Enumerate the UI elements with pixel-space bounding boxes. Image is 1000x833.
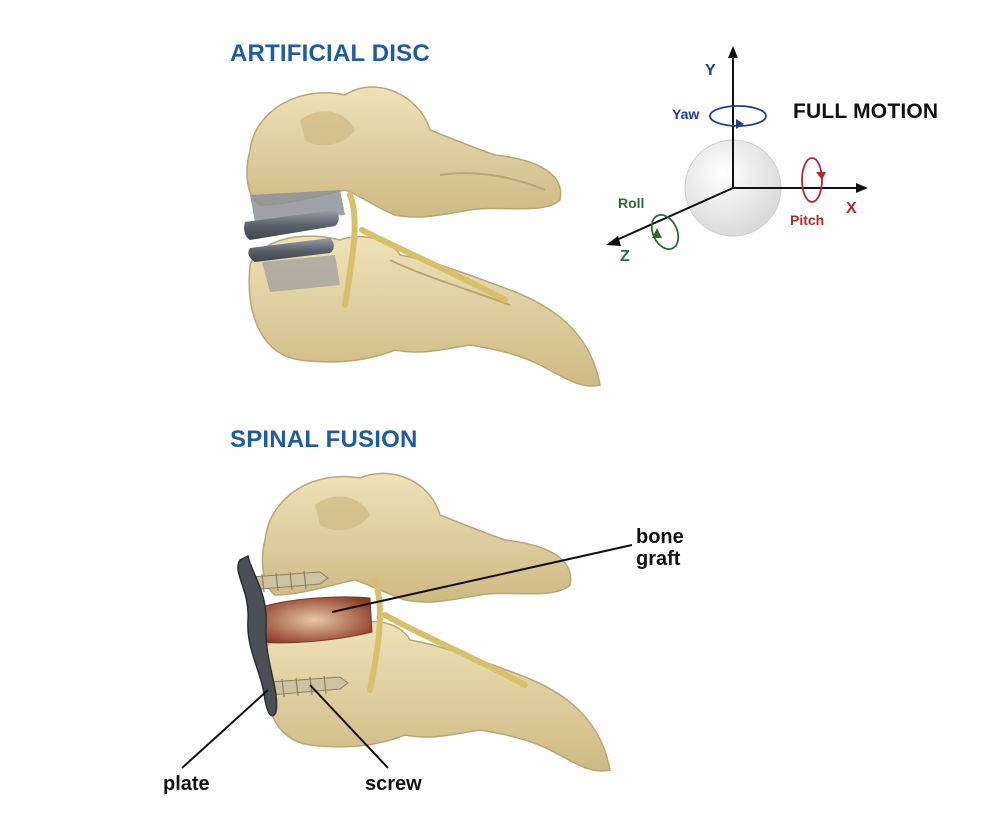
- plate-leader: [181, 689, 269, 769]
- axis-z-label: Z: [620, 248, 630, 265]
- bone-graft: [255, 596, 373, 644]
- pitch-label: Pitch: [790, 212, 825, 228]
- plate-label: plate: [163, 773, 210, 795]
- pitch-rotation-icon: [801, 157, 823, 203]
- yaw-label: Yaw: [672, 106, 700, 122]
- screw-leader: [309, 684, 389, 769]
- bone-graft-label: bone graft: [636, 526, 684, 570]
- fusion-plate: [237, 554, 278, 717]
- roll-rotation-icon: [650, 214, 680, 250]
- axis-x-label: X: [846, 200, 857, 217]
- roll-label: Roll: [618, 195, 645, 211]
- bone-graft-label-line1: bone: [636, 526, 684, 548]
- screw-label: screw: [365, 773, 422, 795]
- artificial-disc-title: ARTIFICIAL DISC: [230, 40, 430, 67]
- nerve-top: [342, 192, 508, 308]
- upper-vertebra-top: [246, 86, 562, 218]
- nerve-bottom: [367, 577, 528, 693]
- full-motion-title: FULL MOTION: [793, 100, 939, 123]
- bone-graft-leader: [331, 544, 633, 613]
- lower-vertebra-bottom: [263, 620, 611, 772]
- bone-screw: [249, 570, 349, 698]
- spinal-fusion-title: SPINAL FUSION: [230, 426, 418, 453]
- axis-y-label: Y: [705, 62, 716, 79]
- motion-axes: [606, 46, 868, 250]
- artificial-disc-implant: [244, 190, 345, 292]
- bone-graft-label-line2: graft: [636, 548, 681, 570]
- upper-vertebra-bottom: [261, 472, 572, 603]
